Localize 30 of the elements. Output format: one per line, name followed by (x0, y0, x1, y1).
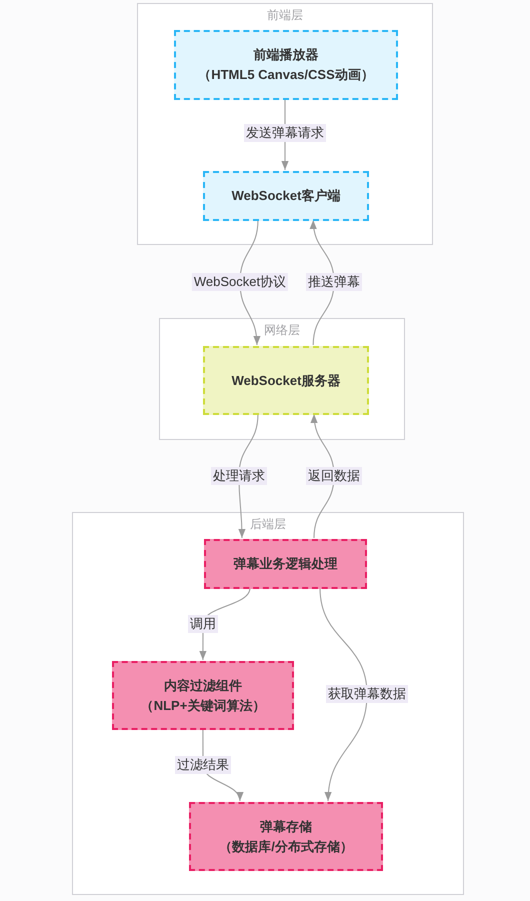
edge-label: 处理请求 (211, 467, 267, 485)
node-subtitle: （数据库/分布式存储） (219, 838, 353, 856)
process-box (203, 346, 369, 415)
node-label: 弹幕业务逻辑处理 (234, 555, 338, 573)
layer-panel (137, 3, 433, 245)
process-box (189, 802, 383, 871)
process-box (204, 539, 367, 589)
node-title: 内容过滤组件 (164, 676, 242, 694)
layer-panel (72, 512, 464, 895)
edge-label: WebSocket协议 (192, 273, 288, 291)
edge-label: 调用 (188, 615, 218, 633)
node-label: WebSocket客户端 (232, 187, 340, 205)
layer-title: 网络层 (264, 323, 300, 337)
edge-label: 发送弹幕请求 (244, 124, 326, 142)
process-box (174, 30, 398, 100)
edge-label: 过滤结果 (175, 756, 231, 774)
node-subtitle: （HTML5 Canvas/CSS动画） (198, 66, 374, 84)
layer-title: 前端层 (267, 8, 303, 22)
edge-label: 获取弹幕数据 (326, 685, 408, 703)
node-label: WebSocket服务器 (232, 372, 340, 390)
layer-panel (159, 318, 405, 440)
node-title: 前端播放器 (254, 46, 318, 64)
process-box (203, 171, 369, 221)
edge-label: 返回数据 (306, 467, 362, 485)
edge-label: 推送弹幕 (306, 273, 362, 291)
layer-title: 后端层 (250, 517, 286, 531)
arrow (320, 588, 368, 802)
process-box (112, 661, 294, 730)
node-title: 弹幕存储 (260, 818, 312, 836)
node-subtitle: （NLP+关键词算法） (140, 696, 266, 714)
